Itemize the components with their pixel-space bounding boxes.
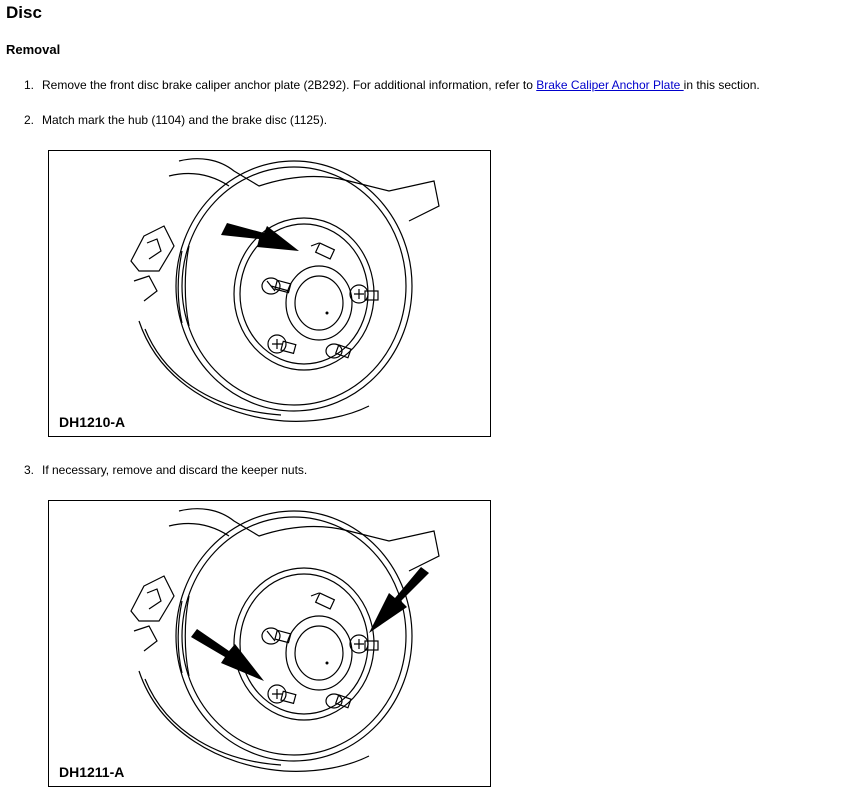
brake-disc-illustration <box>130 508 440 772</box>
step-text: Remove the front disc brake caliper anch… <box>42 78 760 92</box>
step-number: 2. <box>23 113 34 127</box>
figure-keeper-nuts: DH1211-A <box>48 500 491 787</box>
step-number: 3. <box>23 463 34 477</box>
step-number: 1. <box>23 78 34 92</box>
brake-caliper-anchor-plate-link[interactable]: Brake Caliper Anchor Plate <box>536 78 684 92</box>
figure-hub-match-mark: DH1210-A <box>48 150 491 437</box>
step-text-after-link: in this section. <box>683 78 760 92</box>
step-text: Match mark the hub (1104) and the brake … <box>42 113 328 127</box>
step-text: If necessary, remove and discard the kee… <box>42 463 308 477</box>
brake-disc-illustration <box>130 158 440 422</box>
page-title: Disc <box>6 3 42 22</box>
figure-label: DH1211-A <box>59 764 125 780</box>
figure-label: DH1210-A <box>59 414 126 430</box>
section-heading: Removal <box>6 42 61 57</box>
step-text-before-link: Remove the front disc brake caliper anch… <box>42 78 537 92</box>
